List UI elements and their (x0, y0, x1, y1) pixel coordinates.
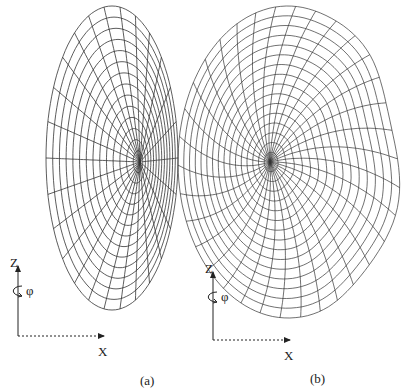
mesh-radial (140, 122, 176, 162)
mesh-radial (205, 59, 270, 162)
mesh-contour (86, 73, 161, 247)
mesh-radial (89, 162, 140, 300)
axes-b (208, 272, 290, 340)
axis-label: X (98, 345, 107, 358)
mesh-radial (270, 103, 386, 162)
mesh-contour (178, 6, 400, 318)
mesh-radial (140, 87, 170, 162)
mesh-radial (54, 162, 140, 229)
mesh-radial (270, 162, 285, 318)
mesh-contour (53, 17, 176, 299)
mesh-radial (135, 162, 140, 300)
axis-label: Z (10, 256, 18, 269)
mesh-radial (140, 162, 150, 283)
mesh-radial (223, 162, 270, 288)
mesh-radial (140, 162, 176, 194)
mesh-radial (75, 162, 141, 283)
mesh-radial (270, 158, 400, 188)
mesh-radial (46, 158, 140, 162)
mesh-b (178, 6, 400, 318)
mesh-radial (135, 16, 140, 162)
mesh-contour (59, 28, 172, 289)
mesh-radial (180, 162, 270, 196)
mesh-radial (178, 162, 270, 177)
mesh-radial (270, 162, 337, 300)
mesh-radial (270, 21, 336, 162)
mesh-radial (270, 162, 395, 216)
axis-label: φ (221, 290, 229, 303)
mesh-radial (89, 16, 140, 162)
mesh-radial (208, 162, 270, 269)
mesh-radial (270, 147, 398, 162)
mesh-radial (186, 162, 270, 221)
mesh-contour (66, 39, 170, 278)
mesh-radial (270, 162, 320, 311)
mesh-contour (73, 51, 167, 268)
mesh-contour (190, 26, 384, 299)
mesh-contour (100, 95, 157, 225)
mesh-radial (140, 57, 161, 162)
mesh-radial (270, 36, 355, 162)
mesh-radial (270, 128, 392, 162)
mesh-contour (184, 16, 392, 308)
mesh-radial (237, 24, 270, 162)
mesh-radial (48, 162, 140, 194)
mesh-radial (270, 162, 369, 265)
mesh-radial (140, 158, 178, 162)
mesh-radial (63, 162, 140, 259)
mesh-radial (220, 39, 270, 162)
axis-label: Z (205, 262, 213, 275)
mesh-radial (253, 13, 271, 162)
mesh-radial (120, 162, 140, 309)
mesh-radial (196, 162, 270, 247)
mesh-radial (140, 162, 161, 259)
mesh-radial (270, 162, 353, 285)
mesh-radial (263, 7, 276, 162)
mesh-radial (241, 162, 271, 303)
axis-label: φ (26, 284, 34, 297)
mesh-radial (75, 33, 141, 162)
axis-label: X (284, 349, 293, 362)
mesh-radial (269, 6, 296, 162)
axes-a (13, 266, 104, 336)
mesh-radial (270, 162, 384, 242)
panel-label: (b) (310, 372, 325, 385)
mesh-a (46, 6, 178, 310)
mesh-contour (213, 65, 352, 260)
mesh-contour (201, 45, 367, 279)
mesh-contour (80, 62, 165, 257)
mesh-radial (120, 7, 140, 162)
mesh-radial (104, 7, 140, 162)
mesh-contour (93, 84, 159, 236)
mesh-radial (48, 122, 140, 162)
mesh-contour (46, 6, 178, 310)
panel-label: (a) (140, 374, 154, 387)
